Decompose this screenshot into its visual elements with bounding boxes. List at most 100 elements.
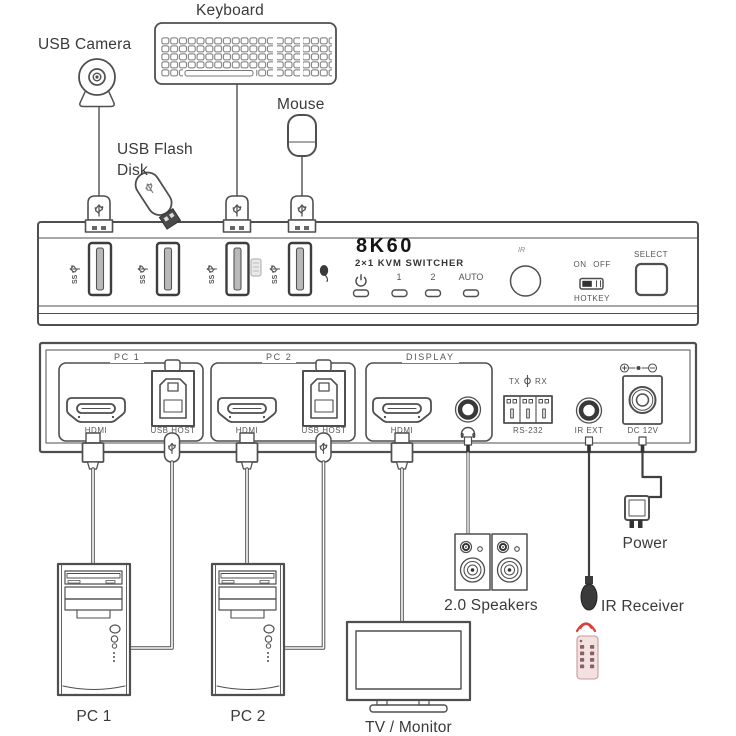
led-power — [352, 289, 370, 298]
usb-cable-pc2 — [282, 432, 332, 650]
power-label: Power — [622, 535, 668, 552]
usb-flash-disk-label: USB Flash Disk — [117, 139, 193, 181]
group-box-pc2 — [210, 362, 356, 442]
ir-receiver — [580, 576, 598, 611]
hdmi-port-pc2 — [217, 397, 277, 423]
led-auto — [462, 289, 480, 298]
polarity-icon — [619, 363, 658, 373]
keyboard-illustration — [154, 22, 337, 85]
usb-host-port-pc2 — [302, 359, 346, 427]
group-label-display: DISPLAY — [402, 352, 459, 363]
led-1 — [391, 289, 408, 298]
usb-cable-pc1 — [128, 432, 181, 650]
pc1-tower — [56, 562, 132, 697]
audio-jack — [454, 396, 482, 423]
device-lines — [98, 83, 303, 197]
usb-flash-disk-label-line2: Disk — [117, 162, 148, 179]
usb-host-port-pc1 — [151, 359, 195, 427]
remote-control — [576, 635, 599, 680]
indicator-label-1: 1 — [396, 272, 402, 282]
usb-host-label-pc2: USB HOST — [301, 426, 347, 435]
hdmi-label-display: HDMI — [390, 426, 414, 435]
rs232-label: RS-232 — [512, 426, 544, 435]
dc-cable — [638, 436, 663, 499]
hotkey-off-label: OFF — [593, 260, 611, 269]
front-usb-port-4 — [287, 241, 313, 297]
group-label-pc2: PC 2 — [262, 352, 297, 363]
ir-ext-label: IR EXT — [574, 426, 604, 435]
group-box-display — [365, 362, 493, 442]
back-panel — [38, 341, 698, 454]
usb-camera-label: USB Camera — [38, 36, 132, 53]
indicator-label-2: 2 — [430, 272, 436, 282]
keyboard-mini-icon — [250, 258, 262, 277]
model-name: 8K60 — [356, 235, 414, 257]
hotkey-label: HOTKEY — [574, 294, 610, 303]
hotkey-on-label: ON — [573, 260, 587, 269]
tv-monitor — [345, 620, 472, 713]
usb3-icon: SS — [137, 264, 149, 284]
front-usb-port-2 — [155, 241, 181, 297]
hdmi-port-pc1 — [66, 397, 126, 423]
ir-cable — [584, 436, 594, 580]
pc2-tower — [210, 562, 286, 697]
group-box-pc1 — [58, 362, 204, 442]
usb-plug-keyboard — [222, 195, 252, 233]
hdmi-port-display — [372, 397, 432, 423]
dc-12v-label: DC 12V — [627, 426, 659, 435]
speakers — [454, 533, 528, 591]
usb-camera-illustration — [78, 58, 116, 108]
keyboard-label: Keyboard — [196, 2, 264, 19]
rs232-port — [503, 395, 553, 424]
audio-cable — [463, 436, 473, 536]
svg-text:SS: SS — [209, 274, 216, 284]
ir-ext-jack — [575, 397, 603, 424]
front-panel: SS SS SS SS — [37, 221, 699, 326]
serial-txrx-label: TX RX — [504, 375, 552, 387]
tv-monitor-label: TV / Monitor — [365, 719, 452, 736]
hdmi-cable-display — [390, 432, 414, 624]
dc-power-jack — [622, 375, 663, 425]
svg-text:SS: SS — [272, 274, 279, 284]
ir-window — [509, 265, 542, 297]
front-usb-port-3 — [225, 241, 250, 297]
indicator-label-auto: AUTO — [458, 272, 484, 282]
speakers-label: 2.0 Speakers — [444, 597, 538, 614]
select-button — [634, 262, 669, 297]
mouse-label: Mouse — [277, 96, 325, 113]
model-subtitle: 2×1 KVM SWITCHER — [355, 258, 465, 269]
usb3-icon: SS — [69, 264, 81, 284]
ir-waves-icon — [575, 622, 597, 633]
mouse-illustration — [287, 114, 317, 157]
usb-plug-camera — [84, 195, 114, 233]
usb3-icon: SS — [206, 264, 218, 284]
cables — [81, 432, 663, 650]
speaker-left-drivers — [459, 540, 486, 583]
select-button-label: SELECT — [633, 250, 669, 259]
hdmi-label-pc2: HDMI — [235, 426, 259, 435]
headphones-icon — [460, 426, 476, 438]
hdmi-cable-pc1 — [81, 432, 105, 566]
power-icon — [355, 274, 367, 287]
ground-icon — [524, 375, 531, 387]
tx-label: TX — [508, 376, 521, 386]
speaker-right-drivers — [496, 540, 523, 583]
ir-receiver-label: IR Receiver — [601, 598, 685, 615]
rx-label: RX — [535, 376, 548, 386]
usb-flash-disk-label-line1: USB Flash — [117, 141, 193, 158]
ir-window-label: IR — [518, 247, 525, 254]
power-adapter — [624, 495, 650, 528]
hotkey-switch — [579, 277, 604, 290]
mouse-mini-icon — [319, 265, 329, 283]
group-label-pc1: PC 1 — [110, 352, 145, 363]
pc2-label: PC 2 — [230, 708, 266, 725]
pc1-label: PC 1 — [76, 708, 112, 725]
svg-text:SS: SS — [140, 274, 147, 284]
svg-text:SS: SS — [72, 274, 79, 284]
usb-plug-mouse — [287, 195, 317, 233]
usb3-icon: SS — [269, 264, 281, 284]
front-usb-port-1 — [87, 241, 113, 297]
led-2 — [424, 289, 442, 298]
hdmi-label-pc1: HDMI — [84, 426, 108, 435]
usb-flash-disk-illustration — [134, 171, 181, 230]
